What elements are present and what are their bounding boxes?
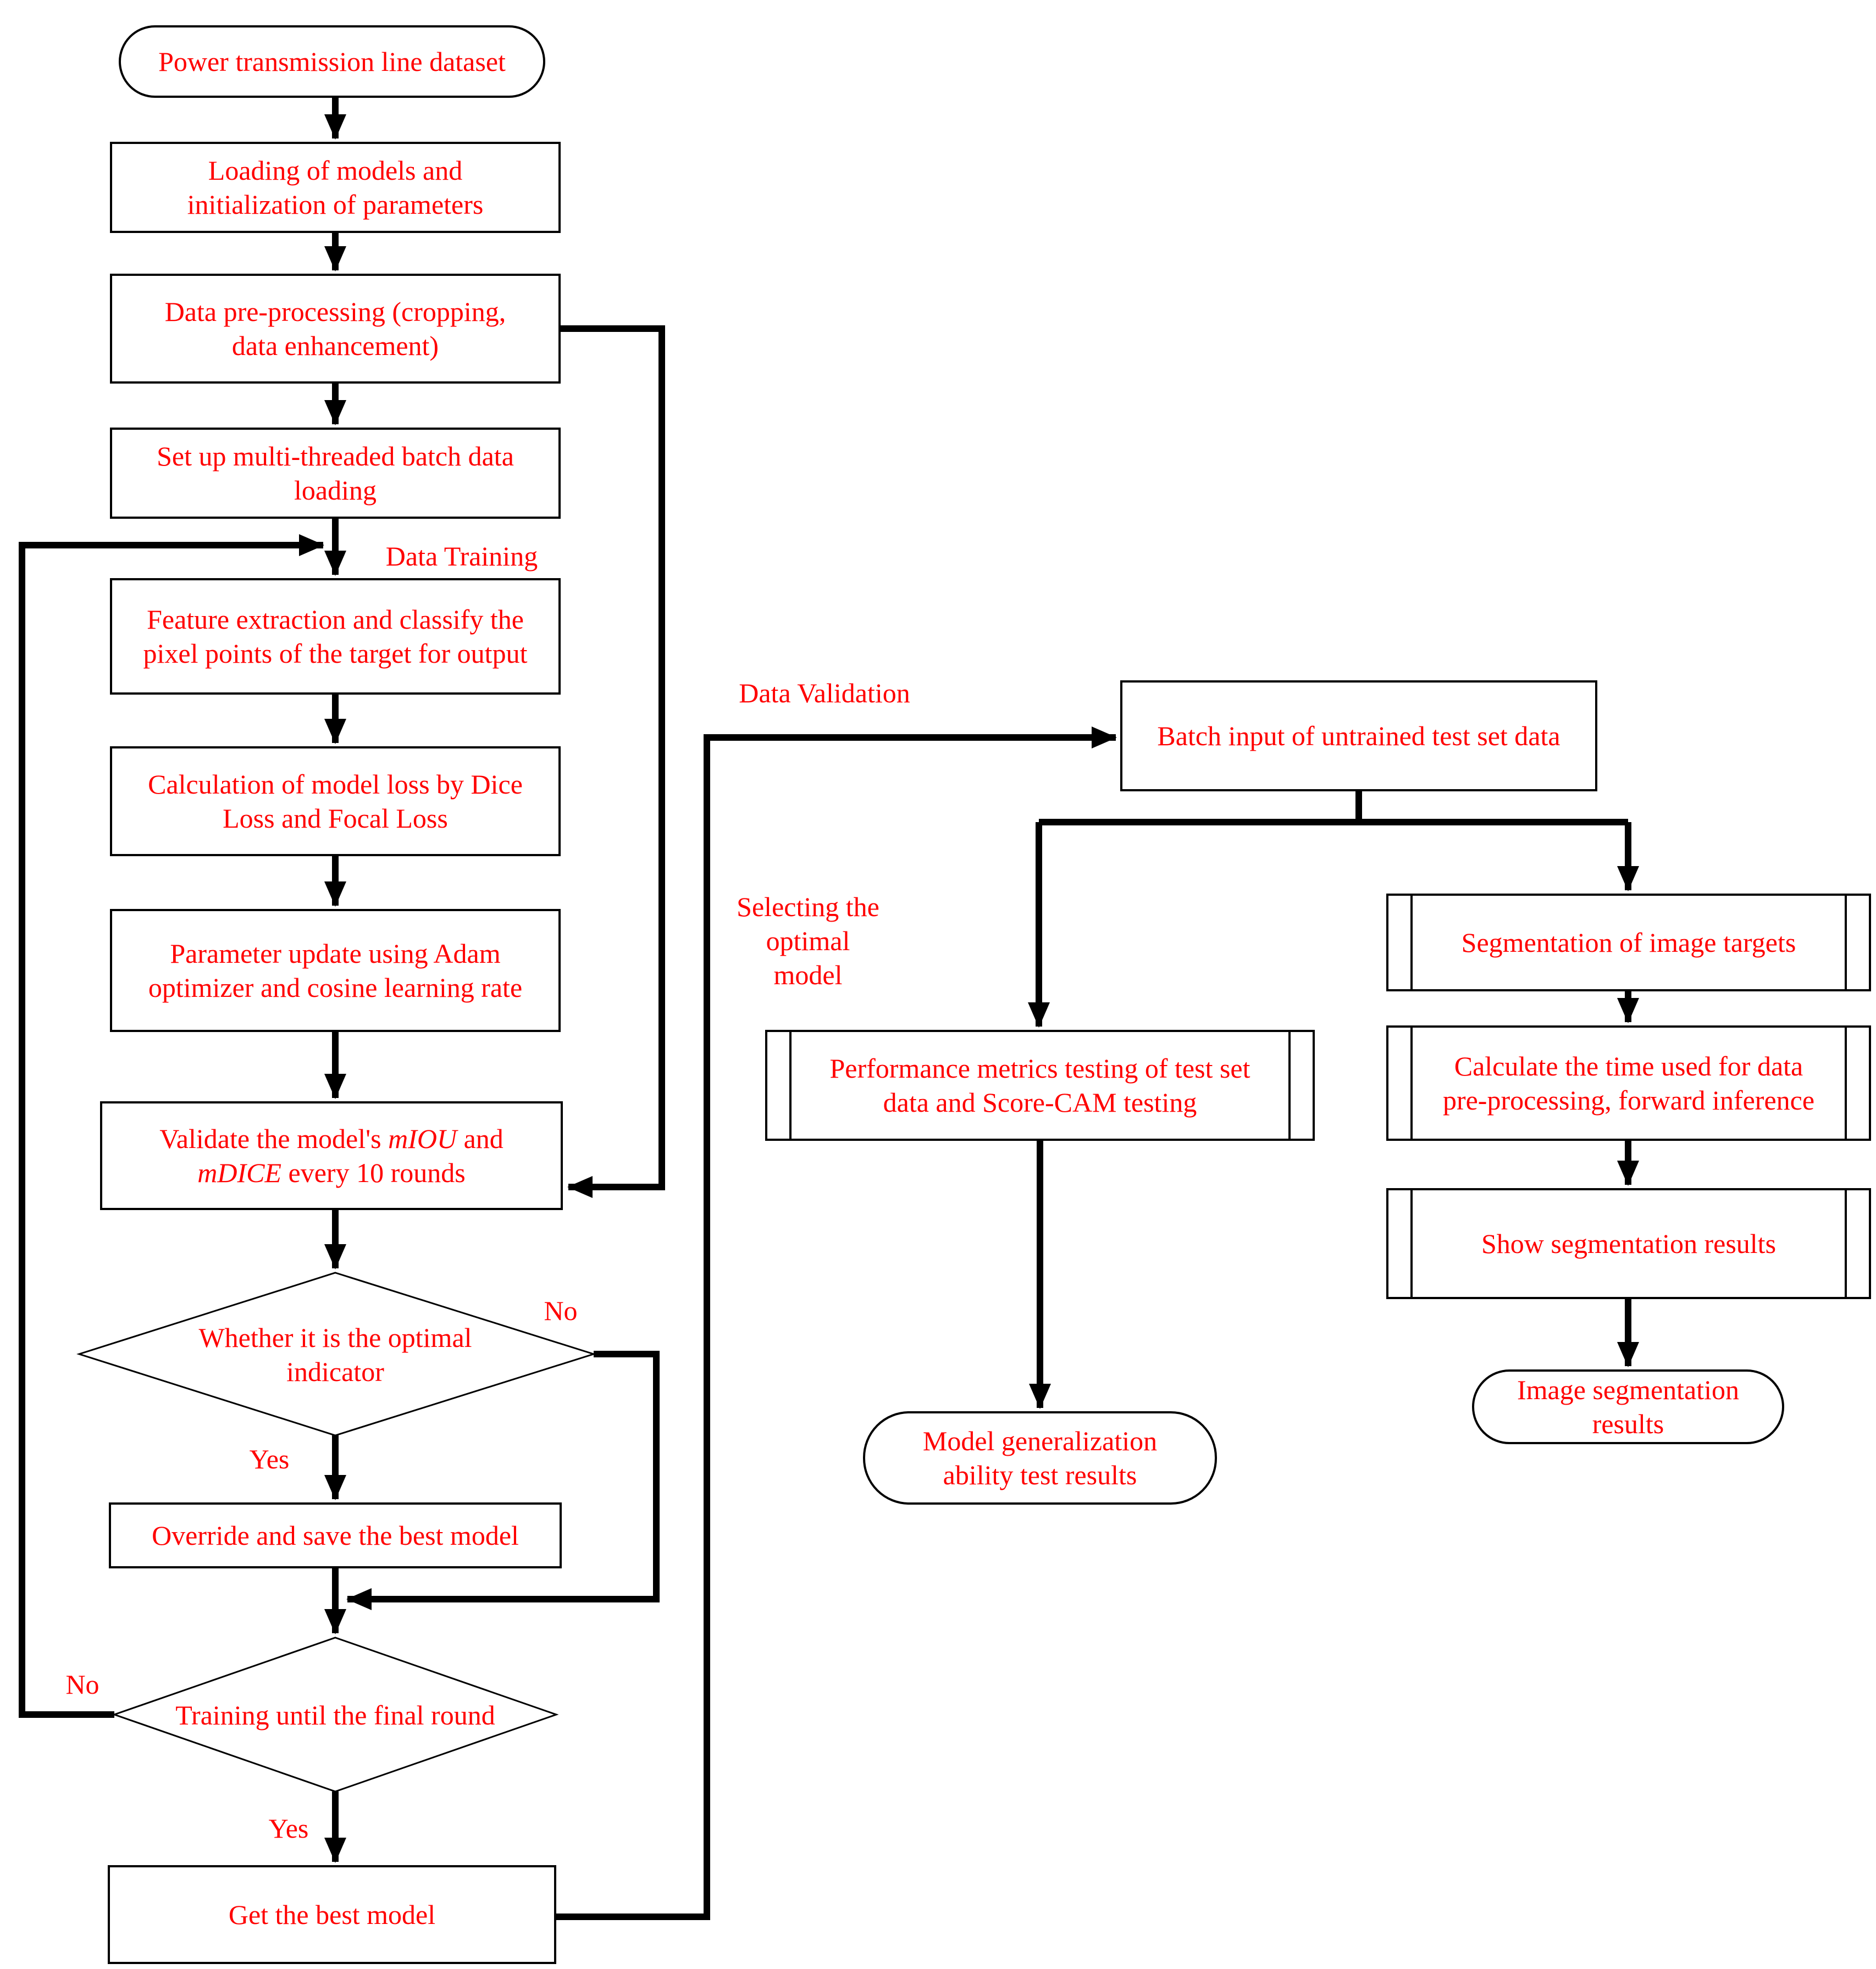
label-yes-branch-optimal: Yes (249, 1444, 290, 1474)
line-preprocessing-to-validate (560, 325, 665, 1198)
loop-no-final-round (19, 534, 324, 1718)
terminator-segmentation-results-shape (1472, 1369, 1784, 1444)
label-data-training: Data Training (385, 541, 538, 572)
terminator-power-dataset-shape (119, 25, 545, 98)
subroutine-performance-metrics-shape (765, 1030, 1315, 1141)
subroutine-calculate-time-shape (1386, 1025, 1871, 1141)
process-data-preprocessing-shape (110, 274, 561, 384)
process-loading-models-shape (110, 142, 561, 233)
process-batch-loading-shape (110, 428, 561, 519)
terminator-generalization-results-shape (863, 1411, 1217, 1505)
line-bestmodel-to-batchinput (555, 726, 1117, 1920)
subroutine-show-results-shape (1386, 1188, 1871, 1299)
line-decision1-no (346, 1351, 660, 1610)
label-no-branch-optimal: No (544, 1295, 578, 1326)
process-feature-extraction-shape (110, 578, 561, 695)
process-loss-calculation-shape (110, 746, 561, 856)
decision-optimal-shape (76, 1272, 596, 1436)
process-validate-model-shape (100, 1101, 563, 1210)
label-data-validation: Data Validation (739, 678, 910, 708)
process-override-save-shape (109, 1502, 562, 1568)
label-yes-branch-final-round: Yes (268, 1813, 309, 1844)
decision-final-round-shape (112, 1637, 559, 1793)
process-parameter-update-shape (110, 909, 561, 1032)
label-no-branch-final-round: No (65, 1669, 99, 1700)
process-get-best-model-shape (108, 1865, 556, 1964)
subroutine-segmentation-targets-shape (1386, 894, 1871, 991)
process-batch-input-shape (1120, 680, 1597, 791)
